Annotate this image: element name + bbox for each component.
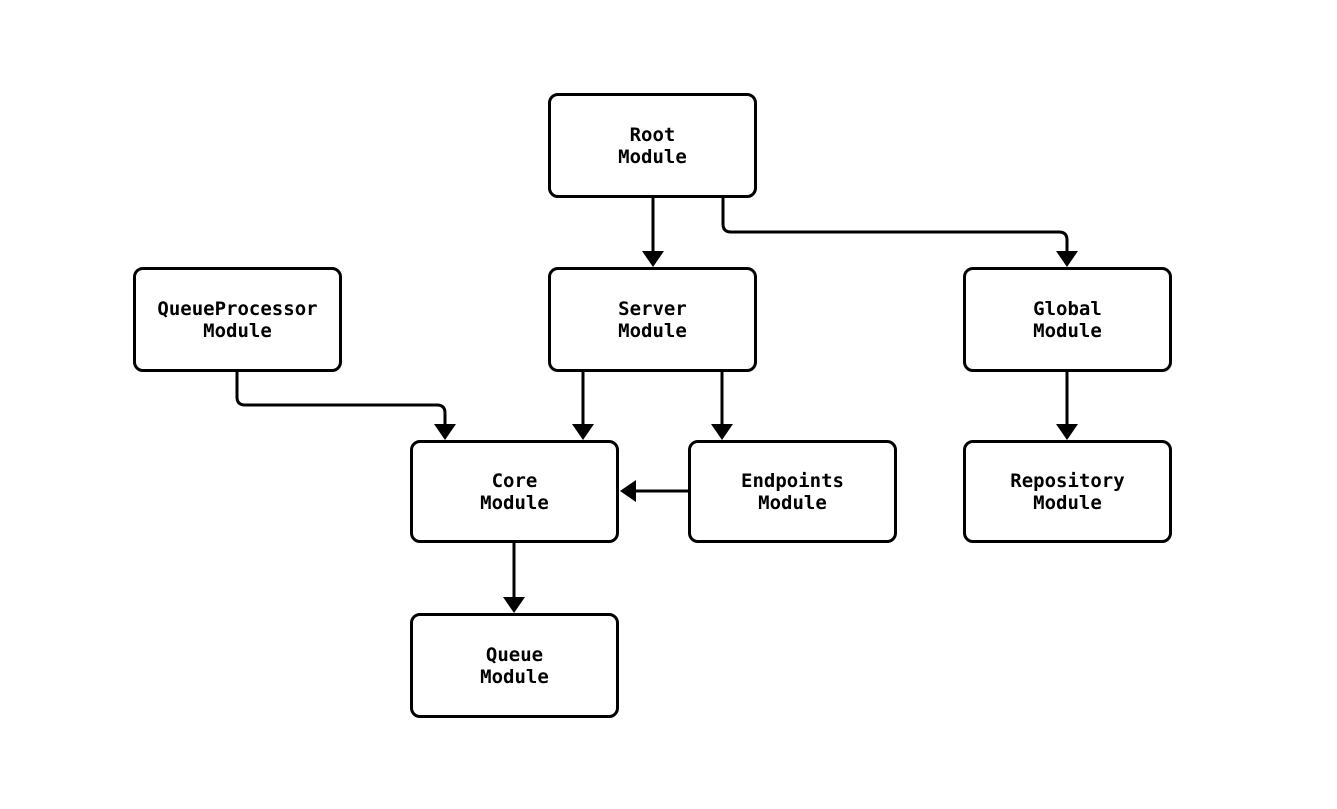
node-repository-module: Repository Module <box>963 440 1172 543</box>
node-server-module: Server Module <box>548 267 757 372</box>
node-label-line: Module <box>618 145 687 168</box>
node-core-module: Core Module <box>410 440 619 543</box>
node-label-line: Root <box>629 123 676 146</box>
node-queueprocessor-module: QueueProcessor Module <box>133 267 342 372</box>
node-label-line: QueueProcessor <box>157 297 318 320</box>
node-global-module: Global Module <box>963 267 1172 372</box>
node-label-line: Module <box>618 319 687 342</box>
node-label-line: Module <box>480 491 549 514</box>
node-label-line: Core <box>491 469 538 492</box>
edge-queueprocessor-to-core <box>235 372 456 440</box>
node-label-line: Endpoints <box>741 469 844 492</box>
node-label-line: Module <box>203 319 272 342</box>
node-label-line: Server <box>618 297 687 320</box>
node-label-line: Queue <box>485 643 544 666</box>
node-label-line: Module <box>480 665 549 688</box>
node-label-line: Module <box>758 491 827 514</box>
node-label-line: Repository <box>1010 469 1125 492</box>
node-endpoints-module: Endpoints Module <box>688 440 897 543</box>
node-label-line: Module <box>1033 491 1102 514</box>
node-label-line: Module <box>1033 319 1102 342</box>
node-label-line: Global <box>1033 297 1102 320</box>
node-queue-module: Queue Module <box>410 613 619 718</box>
edge-root-to-global <box>721 198 1078 267</box>
node-root-module: Root Module <box>548 93 757 198</box>
